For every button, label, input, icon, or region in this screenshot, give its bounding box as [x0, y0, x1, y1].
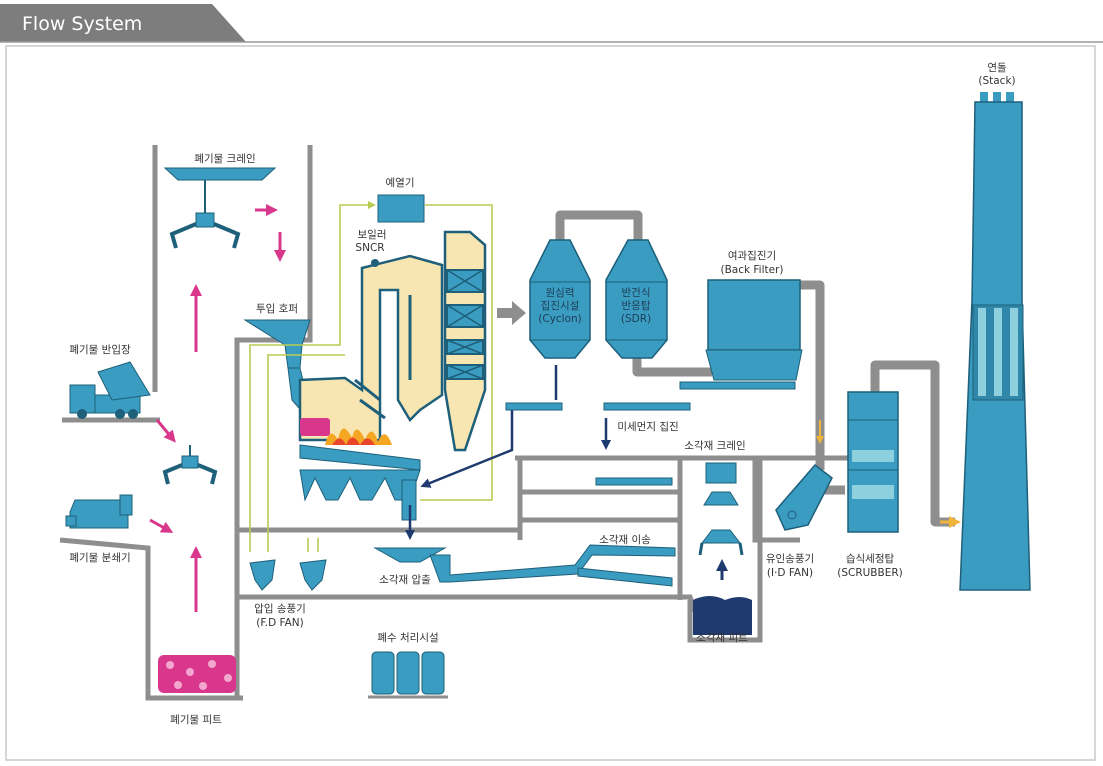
- feed-hopper-label: 투입 호퍼: [256, 302, 298, 315]
- waste-shredder-label: 폐기물 분쇄기: [69, 552, 130, 564]
- ash-pit-contents: [693, 596, 752, 635]
- waste-crane-label: 폐기물 크레인: [194, 153, 255, 165]
- sdr-label-1: 반건식: [622, 287, 651, 299]
- bag-filter-label-en: (Back Filter): [720, 264, 783, 276]
- fd-fan-label: 압입 송풍기: [254, 602, 306, 615]
- fine-dust-conveyor: [603, 402, 691, 411]
- gas-flow-arrow: [497, 301, 526, 325]
- waste-shredder-icon: [65, 494, 133, 529]
- ash-pit-label: 소각재 피트: [696, 632, 748, 644]
- boiler-label: 보일러: [358, 228, 387, 241]
- scrubber-label: 습식세정탑: [846, 553, 895, 565]
- fd-fans: [249, 559, 327, 591]
- cyclone-label-3: (Cyclon): [538, 313, 582, 325]
- diagram-frame: [5, 45, 1096, 761]
- header-tab: Flow System: [0, 4, 1103, 43]
- cyclone-label-2: 집진시설: [541, 300, 580, 312]
- page-title: Flow System: [22, 13, 142, 35]
- waste-flow-arrows: [149, 204, 286, 612]
- ash-conveyor: [595, 477, 673, 486]
- waste-receiving-label: 폐기물 반입장: [69, 343, 131, 356]
- sdr-label-3: (SDR): [621, 313, 651, 325]
- cyclone: [529, 239, 591, 359]
- id-fan: [775, 463, 833, 531]
- fd-fan-label-en: (F.D FAN): [256, 617, 303, 629]
- id-fan-label: 유인송풍기: [766, 553, 814, 565]
- ash-flow-lines: [405, 365, 611, 540]
- ash-transfer-label: 소각재 이송: [599, 534, 651, 546]
- fine-dust-label: 미세먼지 집진: [617, 421, 678, 433]
- stack-label: 연돌: [987, 62, 1007, 74]
- bag-filter: [679, 279, 803, 390]
- cyclone-ash-conveyor: [505, 402, 563, 411]
- grate-and-ash-hoppers: [299, 444, 421, 521]
- wastewater-tanks: [368, 651, 448, 699]
- furnace-flames: [300, 418, 392, 445]
- cyclone-label-1: 원심력: [546, 287, 575, 299]
- structure-walls: [59, 145, 850, 701]
- sdr-reactor: [605, 239, 668, 359]
- ash-extruder: [373, 544, 676, 587]
- air-supply-lines: [249, 201, 493, 552]
- lower-grab: [162, 445, 218, 485]
- waste-pit-contents: [158, 655, 236, 693]
- wastewater-label: 폐수 처리시설: [377, 632, 438, 644]
- ash-crane-label: 소각재 크레인: [684, 440, 745, 452]
- sdr-label-2: 반응탑: [622, 300, 651, 312]
- id-fan-label-en: (I·D FAN): [767, 567, 813, 579]
- waste-pit-label: 폐기물 피트: [170, 714, 222, 726]
- preheater-label: 예열기: [386, 176, 415, 189]
- ash-extrusion-label: 소각재 압출: [379, 573, 431, 586]
- scrubber-label-en: (SCRUBBER): [837, 567, 903, 579]
- stack: [959, 92, 1031, 591]
- preheater: [377, 194, 425, 223]
- boiler: [298, 230, 487, 452]
- scrubber: [847, 391, 899, 533]
- ash-crane: [698, 462, 744, 580]
- bag-filter-label: 여과집진기: [728, 250, 776, 262]
- waste-truck-icon: [69, 361, 151, 419]
- stack-label-en: (Stack): [978, 75, 1015, 87]
- waste-crane: [163, 167, 277, 249]
- sncr-label: SNCR: [355, 242, 384, 254]
- labels: 연돌 (Stack) 폐기물 크레인 예열기 보일러 SNCR 원심력 집진시설…: [69, 62, 1015, 726]
